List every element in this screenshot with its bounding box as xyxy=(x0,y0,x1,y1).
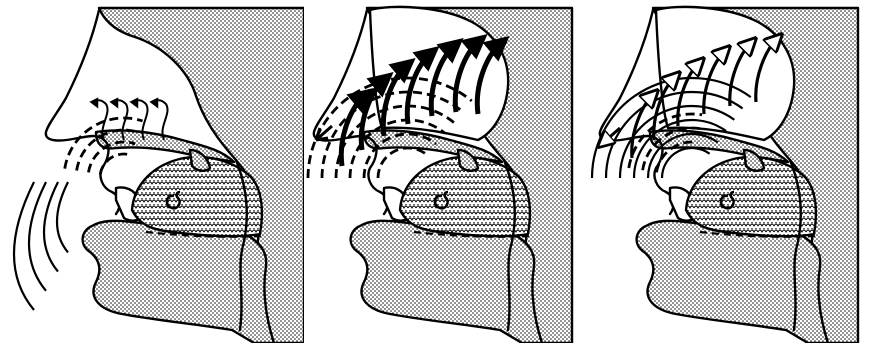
panel-middle xyxy=(300,0,590,343)
sound-wave-0 xyxy=(14,182,34,310)
head-section xyxy=(308,7,572,343)
nose-outline xyxy=(46,10,104,140)
nostril-arrow xyxy=(316,126,332,140)
panel-right xyxy=(588,0,874,343)
right-head-drawing xyxy=(588,0,874,343)
head-section xyxy=(46,8,304,343)
panel-left xyxy=(0,0,304,343)
resonance-arc-0 xyxy=(662,148,710,178)
middle-head-drawing xyxy=(300,0,590,343)
left-head-drawing xyxy=(0,0,304,343)
sound-wave-2 xyxy=(44,182,58,272)
head-section xyxy=(592,7,858,343)
sound-waves xyxy=(14,182,68,310)
sound-wave-3 xyxy=(57,182,68,252)
